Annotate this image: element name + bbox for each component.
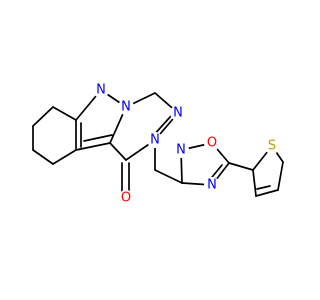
bond — [154, 169, 183, 184]
bond — [252, 169, 257, 197]
bond — [109, 142, 127, 161]
atom-labels: N N N N O N O N S — [93, 82, 280, 206]
bond — [83, 134, 113, 142]
bond — [32, 149, 54, 165]
atom-n-pyrazole: N — [96, 83, 106, 98]
atom-s-thiophene: S — [268, 139, 276, 154]
atom-n-triazine-1: N — [173, 106, 183, 121]
molecule-structure: N N N N O N O N S — [32, 82, 284, 206]
bond — [255, 189, 279, 197]
bond — [256, 185, 271, 190]
atom-o-carbonyl: O — [121, 191, 131, 206]
bond — [277, 161, 284, 191]
atom-n-oxadiazole-3: N — [176, 143, 186, 158]
bond — [75, 142, 111, 151]
bond — [32, 106, 54, 127]
bond — [228, 162, 254, 171]
bond — [52, 149, 77, 165]
atom-o-oxadiazole: O — [207, 136, 217, 151]
atom-n-bridgehead: N — [121, 100, 131, 115]
atom-n-oxadiazole-4: N — [207, 178, 217, 193]
atom-n-triazine-2: N — [150, 133, 160, 148]
bond — [52, 106, 77, 121]
